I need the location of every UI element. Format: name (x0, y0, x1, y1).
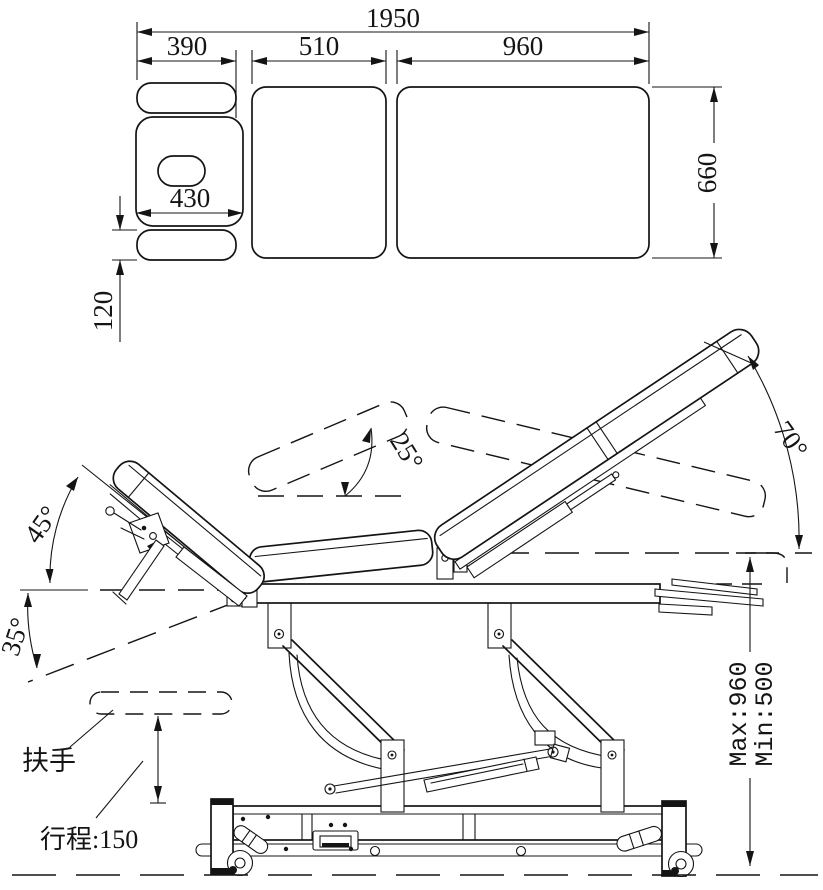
angle-headrest-up: 45° (18, 476, 79, 584)
lift-mechanism (267, 602, 625, 813)
angle-headrest-down-text: 35° (0, 614, 35, 659)
stroke-label-text: 行程:150 (40, 825, 138, 854)
head-prop-bar (118, 539, 165, 601)
dim-table-width-text: 660 (692, 153, 722, 194)
side-view: 45° 35° 25° 70° 扶手 (0, 328, 818, 878)
height-dimension: Max:960 Min:500 (725, 557, 780, 866)
dim-back-section-length: 960 (397, 31, 649, 65)
lift-cylinder (423, 756, 540, 793)
right-foot-pedal (616, 825, 662, 852)
dim-head-section-length: 390 (137, 31, 236, 65)
dim-overall-length-text: 1950 (366, 3, 420, 33)
angle-seat-tilt: 25° (341, 427, 430, 497)
stroke-dimension: 行程:150 (40, 716, 166, 854)
right-caster (667, 850, 695, 878)
height-min-text: Min:500 (751, 661, 780, 766)
angle-headrest-down: 35° (0, 592, 41, 669)
left-foot-pedal (233, 825, 269, 855)
front-hanger-bracket (267, 602, 292, 649)
angle-headrest-up-text: 45° (18, 500, 64, 548)
dim-armrest-width-text: 120 (88, 291, 118, 332)
adjust-lever (105, 506, 145, 540)
armrest-label: 扶手 (22, 709, 114, 776)
angle-backrest-up-text: 70° (768, 415, 814, 463)
armrest-ghost (89, 691, 233, 715)
armrest-label-text: 扶手 (22, 746, 76, 776)
plan-mid-section (251, 86, 387, 259)
plan-back-section (396, 86, 650, 259)
dim-mid-section-length: 510 (252, 31, 386, 65)
dim-head-width: 430 (136, 183, 243, 217)
dim-head-section-length-text: 390 (167, 31, 208, 61)
dim-back-section-length-text: 960 (503, 31, 544, 61)
plan-armrest-bottom (136, 229, 237, 261)
dim-table-width: 660 (692, 87, 722, 258)
head-actuator-tube (175, 546, 248, 607)
seat-tilt-ghost (247, 401, 409, 493)
frame-beam (246, 583, 661, 604)
seat-cushion (248, 529, 434, 583)
plan-armrest-top (136, 82, 237, 114)
plan-face-hole (157, 155, 206, 187)
height-max-text: Max:960 (725, 661, 754, 766)
backrest-raised (433, 328, 760, 579)
top-view: 1950 390 510 960 430 (88, 3, 722, 342)
angle-seat-tilt-text: 25° (384, 427, 429, 475)
dim-overall-length: 1950 (137, 3, 649, 36)
rear-hanger-bracket (487, 602, 512, 649)
left-caster (226, 849, 254, 877)
dim-mid-section-length-text: 510 (299, 31, 340, 61)
backrest-ghost-flat-end (716, 552, 788, 585)
front-gusset (288, 652, 392, 770)
base-assembly (195, 798, 703, 878)
headrest-down-line (27, 600, 239, 683)
dim-armrest-width: 120 (88, 196, 124, 342)
dim-head-width-text: 430 (170, 183, 211, 213)
rear-lift-post (600, 739, 625, 813)
base-frame (232, 805, 664, 841)
